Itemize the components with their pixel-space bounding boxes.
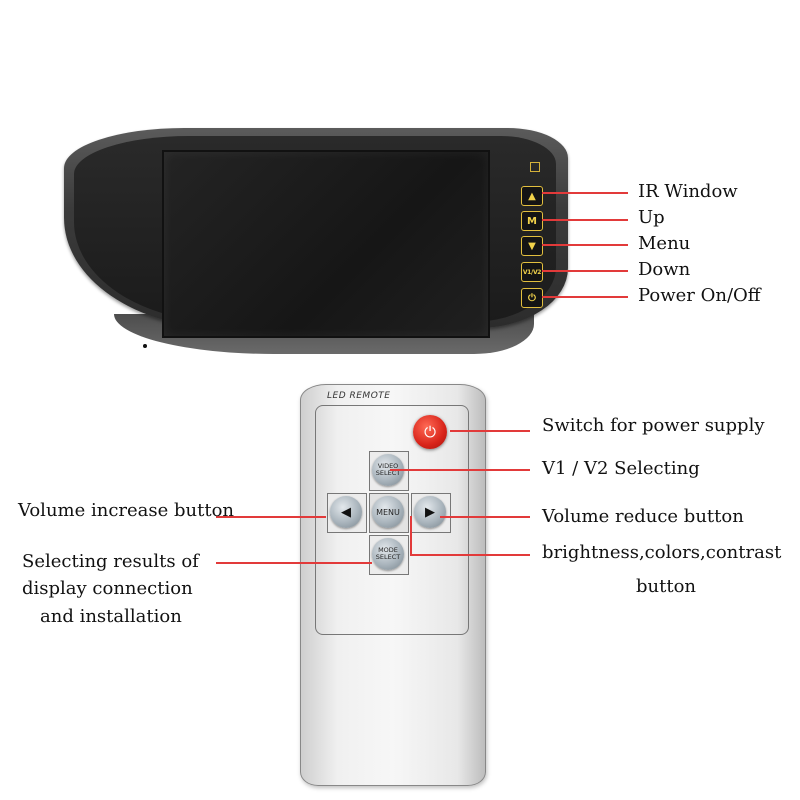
rearview-mirror-monitor: ▲ M ▼ V1/V2 ⏻ bbox=[64, 128, 568, 356]
label-power-on-off: Power On/Off bbox=[638, 285, 761, 306]
leader-line-menu bbox=[542, 244, 628, 246]
mode-select-label: MODE SELECT bbox=[375, 546, 401, 561]
leader-line-selecting-results bbox=[216, 562, 372, 564]
label-volume-reduce: Volume reduce button bbox=[542, 506, 744, 527]
v1v2-label: V1/V2 bbox=[522, 268, 542, 276]
label-selecting-results-3: and installation bbox=[40, 606, 182, 627]
label-brightness-button: button bbox=[636, 576, 697, 597]
leader-line-v1v2 bbox=[390, 469, 530, 471]
label-volume-increase: Volume increase button bbox=[18, 500, 235, 521]
label-up: Up bbox=[638, 207, 665, 228]
label-switch-power-supply: Switch for power supply bbox=[542, 415, 765, 436]
power-icon: ⏻ bbox=[424, 423, 436, 441]
left-arrow-icon: ◀ bbox=[341, 504, 351, 520]
label-selecting-results-1: Selecting results of bbox=[22, 551, 199, 572]
label-ir-window: IR Window bbox=[638, 181, 738, 202]
leader-line-switch-power bbox=[450, 430, 530, 432]
monitor-menu-button[interactable]: M bbox=[521, 211, 543, 231]
volume-reduce-button[interactable]: ▶ bbox=[414, 496, 446, 528]
microphone-dot bbox=[143, 344, 147, 348]
video-select-label: VIDEO SELECT bbox=[375, 462, 401, 477]
monitor-down-button[interactable]: ▼ bbox=[521, 236, 543, 256]
up-arrow-icon: ▲ bbox=[528, 190, 536, 202]
monitor-up-button[interactable]: ▲ bbox=[521, 186, 543, 206]
ir-window-sensor bbox=[530, 162, 540, 172]
led-remote-control: LED REMOTE ⏻ VIDEO SELECT MENU MODE SELE… bbox=[300, 384, 486, 786]
down-arrow-icon: ▼ bbox=[528, 240, 536, 252]
leader-line-power bbox=[542, 296, 628, 298]
label-selecting-results-2: display connection bbox=[22, 578, 193, 599]
monitor-screen bbox=[162, 150, 490, 338]
remote-button-panel bbox=[315, 405, 469, 635]
leader-line-menu-vertical bbox=[410, 516, 412, 554]
mode-select-button[interactable]: MODE SELECT bbox=[372, 538, 404, 570]
leader-line-down bbox=[542, 270, 628, 272]
remote-menu-label: MENU bbox=[376, 507, 400, 517]
label-brightness-colors-contrast: brightness,colors,contrast bbox=[542, 542, 782, 563]
remote-power-button[interactable]: ⏻ bbox=[413, 415, 447, 449]
leader-line-up bbox=[542, 219, 628, 221]
leader-line-ir-window bbox=[542, 192, 628, 194]
volume-increase-button[interactable]: ◀ bbox=[330, 496, 362, 528]
leader-line-volume-reduce bbox=[440, 516, 530, 518]
leader-line-brightness bbox=[410, 554, 530, 556]
leader-line-volume-increase bbox=[216, 516, 326, 518]
label-down: Down bbox=[638, 259, 691, 280]
monitor-v1v2-button[interactable]: V1/V2 bbox=[521, 262, 543, 282]
remote-menu-button[interactable]: MENU bbox=[372, 496, 404, 528]
monitor-power-button[interactable]: ⏻ bbox=[521, 288, 543, 308]
right-arrow-icon: ▶ bbox=[425, 504, 435, 520]
power-icon: ⏻ bbox=[528, 292, 536, 304]
label-v1v2-selecting: V1 / V2 Selecting bbox=[542, 458, 700, 479]
menu-m-icon: M bbox=[527, 215, 537, 227]
label-menu: Menu bbox=[638, 233, 691, 254]
remote-title: LED REMOTE bbox=[327, 391, 391, 401]
